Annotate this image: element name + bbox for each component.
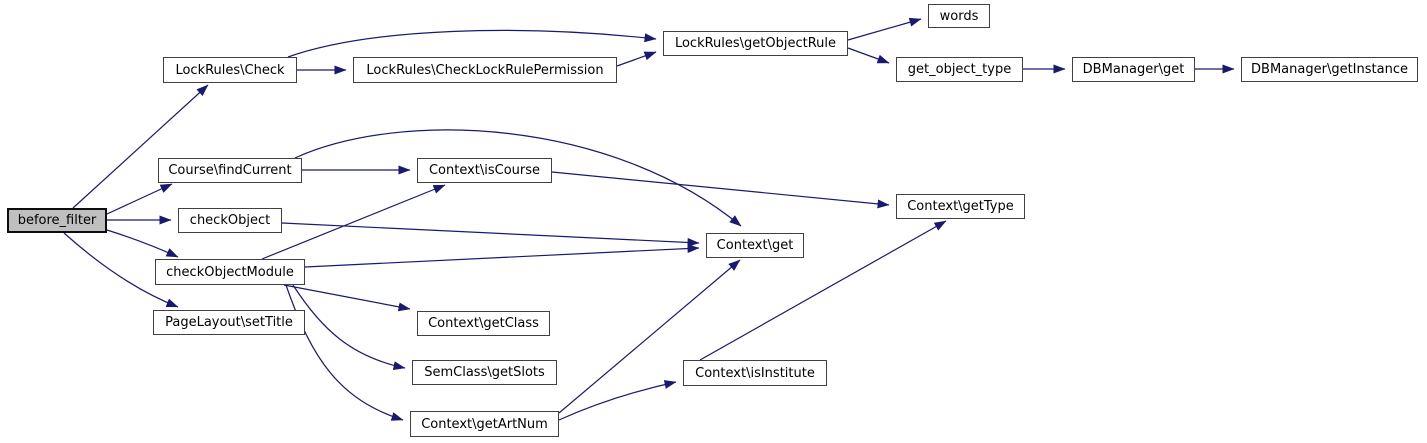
node-context_getartnum[interactable]: Context\getArtNum [410,411,559,437]
edge-checkobjectmodule-to-context_iscourse [261,184,446,260]
node-context_getclass[interactable]: Context\getClass [417,311,550,336]
node-checkobject[interactable]: checkObject [178,208,282,233]
edge-context_getartnum-to-context_isinstitute [558,380,677,421]
node-lockrules_check[interactable]: LockRules\Check [163,57,297,83]
node-course_findcurrent[interactable]: Course\findCurrent [158,158,302,183]
edge-before_filter-to-checkobjectmodule [106,229,179,258]
edge-before_filter-to-lockrules_check [72,84,209,209]
edge-checkobject-to-context_get [281,222,700,247]
edge-checkobjectmodule-to-semclass_getslots [292,284,406,371]
edge-before_filter-to-course_findcurrent [106,183,173,215]
node-lockrules_getobjectrule[interactable]: LockRules\getObjectRule [663,31,848,56]
node-get_object_type[interactable]: get_object_type [896,57,1023,82]
edge-lockrules_getobjectrule-to-get_object_type [847,47,890,64]
node-pagelayout_settitle[interactable]: PageLayout\setTitle [153,310,305,335]
node-lockrules_checklockrulepermission[interactable]: LockRules\CheckLockRulePermission [353,57,617,83]
node-dbmanager_get[interactable]: DBManager\get [1072,57,1195,82]
node-context_isinstitute[interactable]: Context\isInstitute [683,360,827,386]
node-context_gettype[interactable]: Context\getType [896,194,1025,219]
edge-context_getartnum-to-context_get [558,259,741,414]
node-context_iscourse[interactable]: Context\isCourse [417,158,552,183]
edge-checkobjectmodule-to-context_get [304,244,700,268]
node-words[interactable]: words [928,4,990,28]
edge-before_filter-to-pagelayout_settitle [63,232,179,308]
edge-course_findcurrent-to-context_get [294,129,742,227]
node-dbmanager_getinstance[interactable]: DBManager\getInstance [1241,57,1418,82]
node-context_get[interactable]: Context\get [706,233,804,258]
edge-lockrules_getobjectrule-to-words [847,17,922,41]
edge-lockrules_check-to-lockrules_getobjectrule [287,29,657,58]
node-semclass_getslots[interactable]: SemClass\getSlots [412,360,557,385]
edge-context_iscourse-to-context_gettype [551,171,890,209]
edge-context_isinstitute-to-context_gettype [699,220,947,361]
edge-checkobjectmodule-to-context_getclass [283,284,411,312]
edge-checkobjectmodule-to-context_getartnum [285,284,404,421]
node-before_filter[interactable]: before_filter [7,208,107,233]
edge-lockrules_checklockrulepermission-to-lockrules_getobjectrule [616,51,657,67]
node-checkobjectmodule[interactable]: checkObjectModule [155,259,305,285]
